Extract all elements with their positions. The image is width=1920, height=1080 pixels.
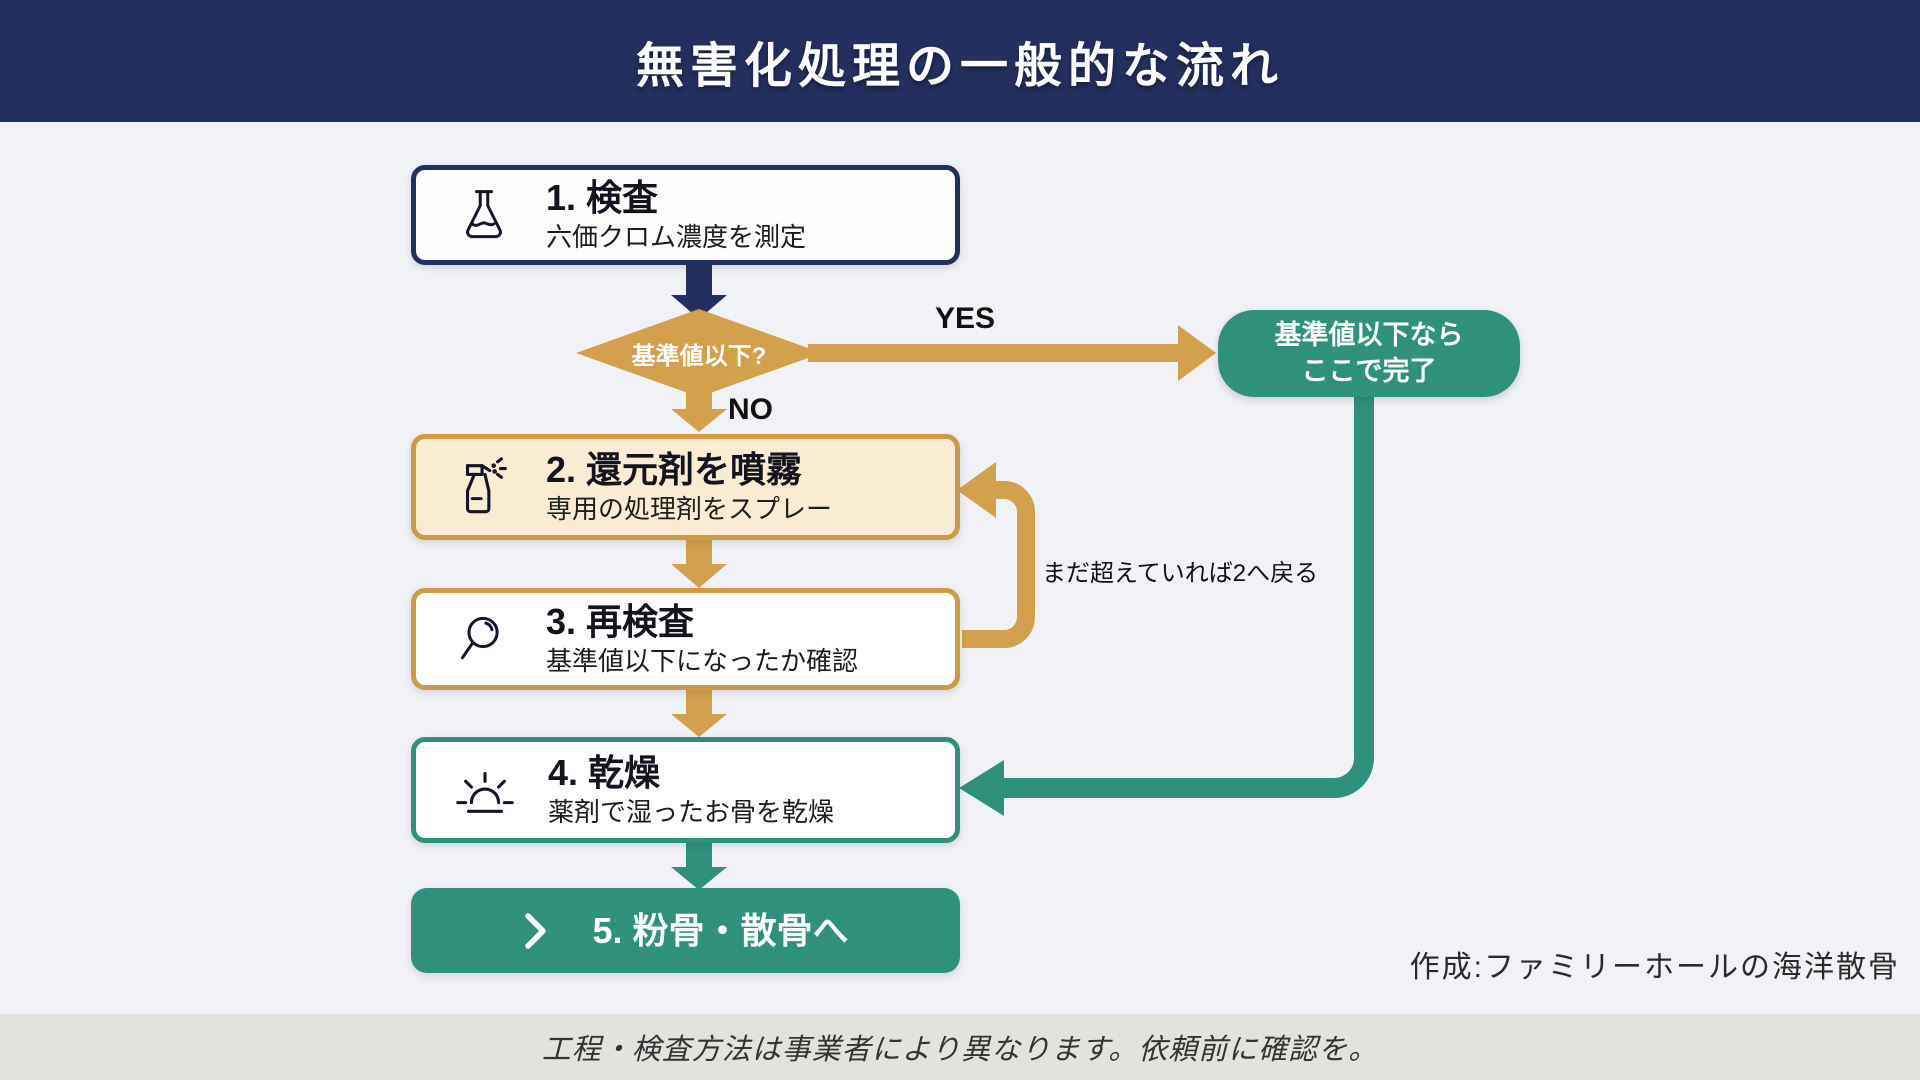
- disclaimer-text: 工程・検査方法は事業者により異なります。依頼前に確認を。: [541, 1034, 1379, 1066]
- terminal-line2: ここで完了: [1301, 355, 1437, 386]
- attribution-text: 作成:ファミリーホールの海洋散骨: [1409, 951, 1900, 984]
- page-title: 無害化処理の一般的な流れ: [635, 40, 1284, 93]
- arrow-step3-to-step4: [671, 690, 727, 737]
- no-label: NO: [728, 393, 773, 426]
- step2-subtitle: 専用の処理剤をスプレー: [546, 494, 833, 525]
- terminal-complete-box: 基準値以下なら ここで完了: [1218, 310, 1520, 397]
- step3-subtitle: 基準値以下になったか確認: [546, 646, 859, 677]
- header-bar: 無害化処理の一般的な流れ: [0, 0, 1920, 122]
- step2-box: 2. 還元剤を噴霧 専用の処理剤をスプレー: [411, 434, 960, 540]
- arrow-no-to-step2: [671, 390, 727, 432]
- flask-icon: [452, 183, 516, 247]
- magnifier-icon: [452, 607, 516, 671]
- step3-box: 3. 再検査 基準値以下になったか確認: [411, 588, 960, 690]
- step1-subtitle: 六価クロム濃度を測定: [546, 222, 807, 253]
- chevron-right-icon: [522, 911, 550, 951]
- step1-title: 1. 検査: [546, 176, 659, 218]
- terminal-line1: 基準値以下なら: [1274, 320, 1464, 351]
- arrow-step2-to-step3: [671, 540, 727, 588]
- step4-subtitle: 薬剤で湿ったお骨を乾燥: [548, 797, 835, 828]
- step4-title: 4. 乾燥: [548, 751, 661, 793]
- sunrise-icon: [452, 758, 518, 822]
- connector-terminal-to-step4: [959, 394, 1374, 816]
- step1-box: 1. 検査 六価クロム濃度を測定: [411, 165, 960, 265]
- step3-title: 3. 再検査: [546, 600, 695, 642]
- decision-question: 基準値以下?: [631, 343, 767, 370]
- loop-step3-to-step2: [957, 462, 1035, 648]
- step5-title: 5. 粉骨・散骨へ: [592, 909, 849, 951]
- arrow-step4-to-step5: [671, 843, 727, 890]
- yes-label: YES: [934, 302, 996, 335]
- step2-title: 2. 還元剤を噴霧: [546, 448, 803, 490]
- arrow-step1-to-decision: [671, 263, 727, 319]
- spray-bottle-icon: [452, 455, 516, 519]
- step5-box: 5. 粉骨・散骨へ: [411, 888, 960, 973]
- footer-bar: 工程・検査方法は事業者により異なります。依頼前に確認を。: [0, 1014, 1920, 1080]
- loop-label: まだ超えていれば2へ戻る: [1042, 560, 1319, 587]
- step4-box: 4. 乾燥 薬剤で湿ったお骨を乾燥: [411, 737, 960, 843]
